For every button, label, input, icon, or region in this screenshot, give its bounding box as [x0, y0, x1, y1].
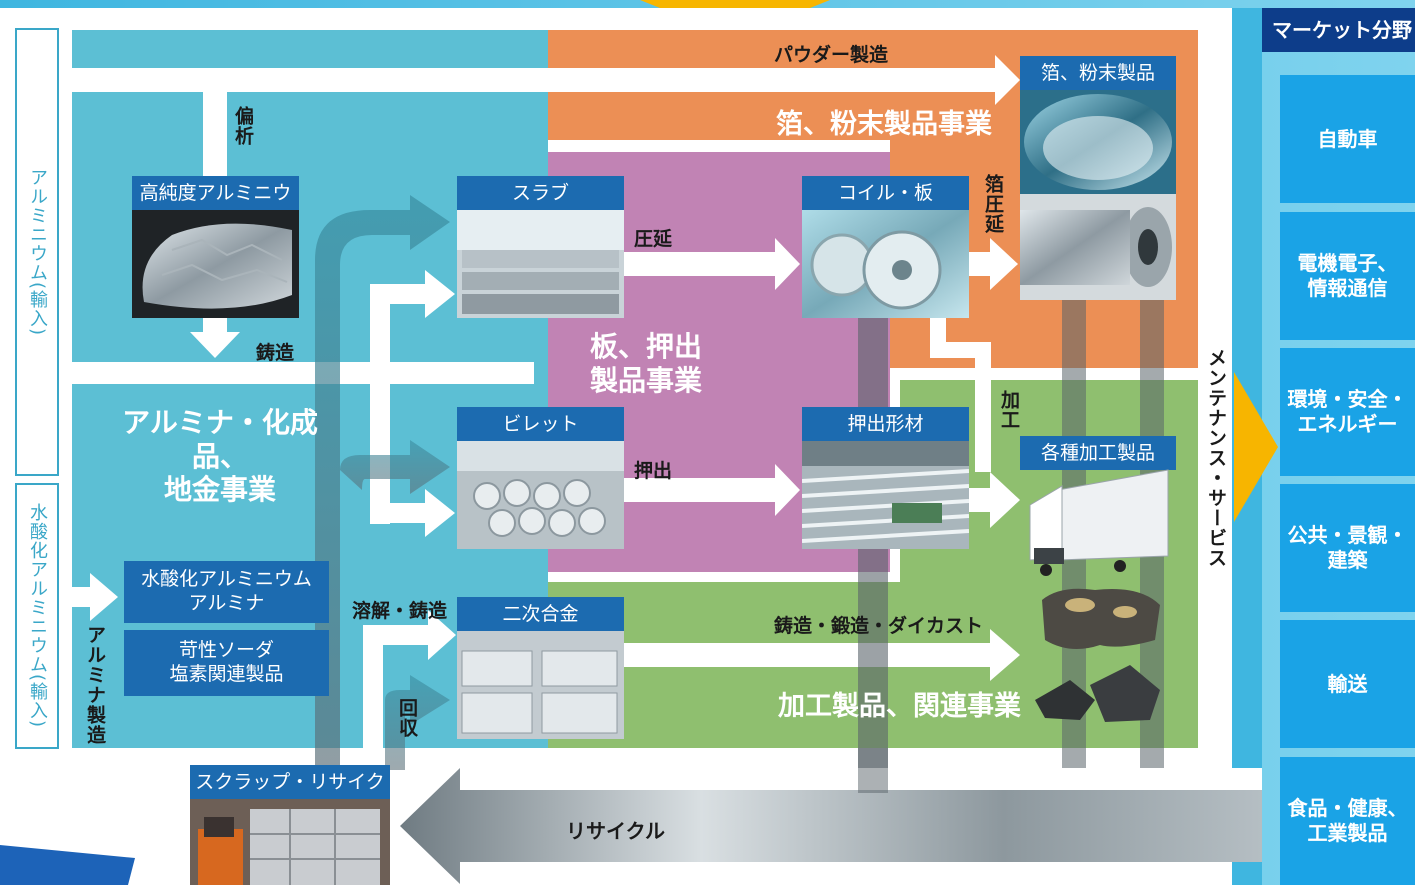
label-alumina-manufacturing: アルミナ製造 [84, 625, 106, 745]
card-foil-title: 箔、粉末製品 [1040, 62, 1155, 84]
label-casting-forging: 鋳造・鍛造・ダイカスト [774, 615, 984, 637]
hydroxide-import-box: 水酸化アルミニウム(輸入) [15, 483, 59, 749]
card-billet-title: ビレット [502, 413, 579, 435]
label-recovery: 回収 [396, 698, 418, 738]
label-processing: 加工 [998, 390, 1020, 430]
segment-sheet-extrusion: 板、押出 製品事業 [590, 330, 703, 397]
label-segregation: 偏析 [232, 106, 254, 146]
card-high-purity-title: 高純度アルミニウム [139, 182, 292, 238]
card-billet: ビレット [457, 407, 624, 549]
card-coil-sheet: コイル・板 [802, 176, 969, 318]
card-extrusion-title: 押出形材 [847, 413, 924, 435]
box-caustic-soda-chlorine: 苛性ソーダ 塩素関連製品 [124, 630, 329, 696]
billet-photo [457, 441, 624, 549]
label-maintenance-service: メンテナンス・サービス [1205, 348, 1227, 568]
box-aluminum-hydroxide-alumina: 水酸化アルミニウム アルミナ [124, 561, 329, 623]
label-casting: 鋳造 [256, 342, 295, 364]
card-processed-products: 各種加工製品 [1020, 436, 1176, 470]
label-foil-rolling: 箔圧延 [982, 174, 1004, 234]
card-secondary-alloy-title: 二次合金 [502, 603, 579, 625]
segment-foil: 箔、粉末製品事業 [776, 109, 992, 140]
extrusion-photo [802, 441, 969, 549]
market-item: 公共・景観・ 建築 [1280, 484, 1415, 612]
scrap-photo [190, 799, 390, 885]
market-item: 輸送 [1280, 620, 1415, 748]
secondary-alloy-photo [457, 631, 624, 739]
card-scrap-recycle: スクラップ・リサイクル [190, 765, 390, 885]
slab-photo [457, 210, 624, 318]
aluminum-import-box: アルミニウム(輸入) [15, 28, 59, 476]
card-extrusion: 押出形材 [802, 407, 969, 549]
card-foil-powder-products: 箔、粉末製品 [1020, 56, 1176, 300]
foil-powder-photo [1020, 90, 1176, 300]
coil-photo [802, 210, 969, 318]
card-scrap-title: スクラップ・リサイクル [195, 771, 385, 827]
market-item: 環境・安全・ エネルギー [1280, 348, 1415, 476]
label-powder-manufacturing: パウダー製造 [774, 44, 889, 66]
card-high-purity-aluminum: 高純度アルミニウム [132, 176, 299, 318]
high-purity-photo [132, 210, 299, 318]
market-item: 食品・健康、 工業製品 [1280, 757, 1415, 885]
card-slab-title: スラブ [511, 182, 569, 204]
hydroxide-import-label: 水酸化アルミニウム(輸入) [27, 503, 48, 729]
card-processed-title: 各種加工製品 [1040, 442, 1155, 464]
label-recycle: リサイクル [566, 819, 665, 843]
label-extruding: 押出 [634, 460, 673, 482]
label-rolling: 圧延 [634, 228, 673, 250]
card-secondary-alloy: 二次合金 [457, 597, 624, 739]
card-coil-title: コイル・板 [837, 182, 933, 204]
aluminum-import-label: アルミニウム(輸入) [27, 167, 48, 337]
market-header: マーケット分野 [1262, 8, 1415, 52]
market-item: 自動車 [1280, 75, 1415, 203]
card-slab: スラブ [457, 176, 624, 318]
market-item: 電機電子、 情報通信 [1280, 212, 1415, 340]
segment-processed: 加工製品、関連事業 [778, 691, 1021, 722]
label-melting-casting: 溶解・鋳造 [352, 600, 448, 622]
segment-alumina: アルミナ・化成品、 地金事業 [122, 406, 318, 507]
